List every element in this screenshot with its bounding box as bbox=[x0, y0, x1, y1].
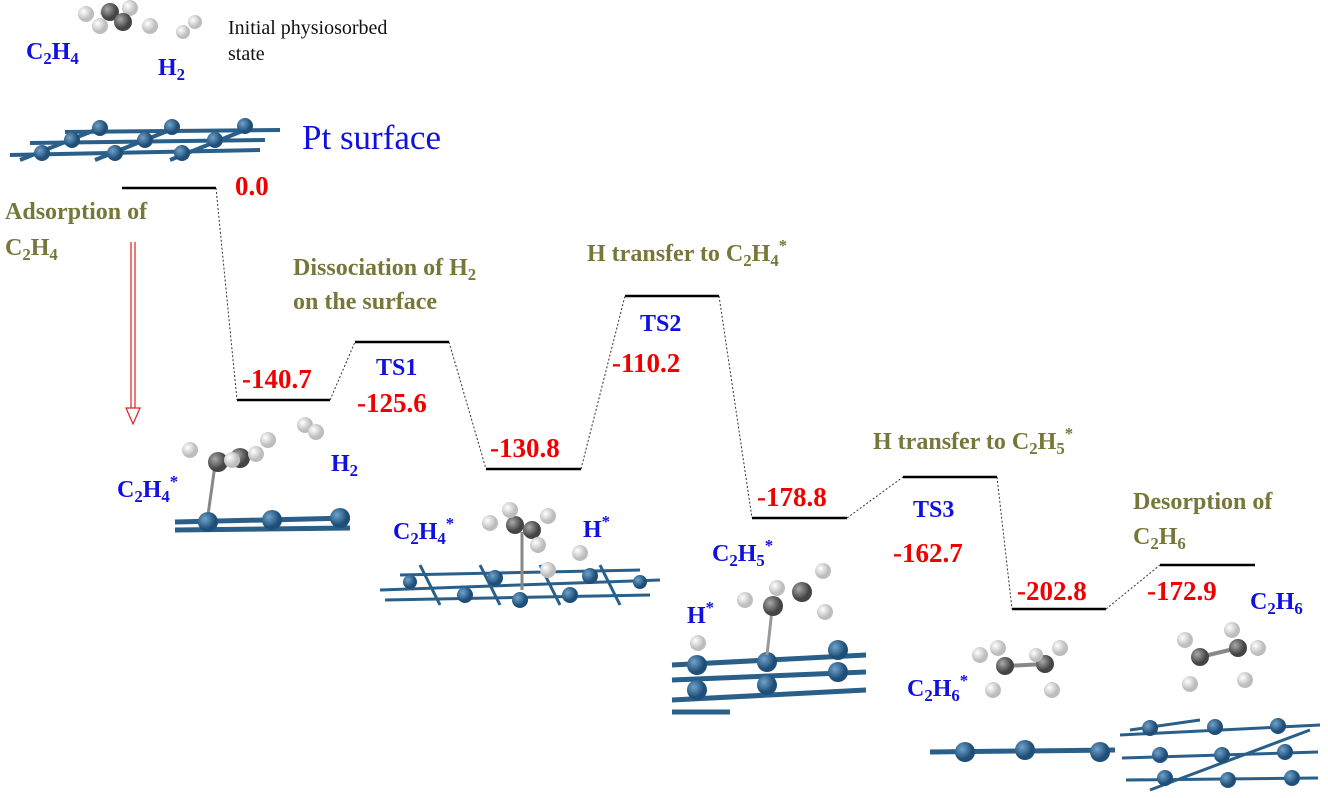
species-c2h4-adsorbed-2: C2H4* bbox=[393, 513, 455, 549]
species-c2h6-adsorbed: C2H6* bbox=[907, 670, 969, 706]
pt-surface-initial bbox=[9, 118, 281, 162]
species-c2h5-adsorbed: C2H5* bbox=[712, 535, 774, 571]
energy-c2h6-desorbed: -172.9 bbox=[1147, 576, 1217, 606]
connectors bbox=[215, 187, 1161, 610]
energy-ts2: -110.2 bbox=[612, 348, 681, 378]
step-adsorption-line2: C2H4 bbox=[5, 235, 58, 265]
state4-structure bbox=[929, 640, 1116, 762]
energy-h-dissociated: -130.8 bbox=[490, 433, 560, 463]
state3-structure bbox=[671, 563, 867, 715]
energy-c2h6-adsorbed: -202.8 bbox=[1017, 576, 1087, 606]
energy-ts1: -125.6 bbox=[357, 388, 427, 418]
adsorption-arrow bbox=[125, 242, 141, 426]
species-h2: H2 bbox=[331, 451, 359, 481]
initial-state-label-line1: Initial physiosorbed bbox=[228, 17, 388, 39]
step-dissociation-line2: on the surface bbox=[293, 289, 438, 315]
pt-surface-label: Pt surface bbox=[302, 118, 441, 157]
species-h-adsorbed-1: H* bbox=[583, 511, 611, 543]
initial-h2-molecule bbox=[176, 15, 202, 39]
energy-c2h4-adsorbed: -140.7 bbox=[242, 364, 312, 394]
ts2-label: TS2 bbox=[640, 311, 682, 337]
species-h-adsorbed-2: H* bbox=[687, 597, 715, 629]
reactant-c2h4-label: C2H4 bbox=[26, 39, 79, 69]
step-adsorption-line1: Adsorption of bbox=[5, 199, 148, 225]
initial-state-label-line2: state bbox=[228, 43, 265, 65]
energy-c2h5: -178.8 bbox=[757, 482, 827, 512]
energy-levels bbox=[122, 186, 1255, 611]
species-c2h4-adsorbed-1: C2H4* bbox=[117, 471, 179, 507]
step-desorption-line1: Desorption of bbox=[1133, 489, 1273, 515]
reactant-h2-label: H2 bbox=[158, 55, 186, 85]
state1-structure bbox=[174, 417, 351, 533]
state5-structure bbox=[1119, 622, 1321, 792]
step-h-transfer-c2h4: H transfer to C2H4* bbox=[587, 235, 788, 271]
energy-initial: 0.0 bbox=[235, 171, 269, 201]
step-h-transfer-c2h5: H transfer to C2H5* bbox=[873, 423, 1074, 459]
ts1-label: TS1 bbox=[376, 355, 418, 381]
species-c2h6-gas: C2H6 bbox=[1250, 589, 1303, 619]
energy-ts3: -162.7 bbox=[893, 538, 963, 568]
ts3-label: TS3 bbox=[913, 497, 955, 523]
step-dissociation-line1: Dissociation of H2 bbox=[293, 255, 477, 285]
state2-structure bbox=[379, 502, 661, 608]
initial-c2h4-molecule bbox=[78, 0, 158, 34]
step-desorption-line2: C2H6 bbox=[1133, 524, 1186, 554]
